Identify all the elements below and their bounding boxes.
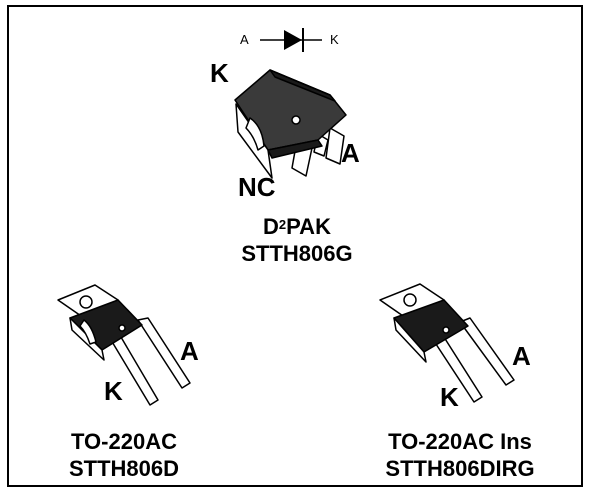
to220ac-ins-anode-label: A — [512, 341, 531, 371]
to220ac-ins-package-name: TO-220AC Ins — [388, 429, 532, 454]
diode-symbol — [260, 28, 322, 52]
d2pak-package-drawing — [234, 69, 347, 179]
d2pak-package-name: D2PAK — [263, 214, 331, 239]
d2pak-nc-label: NC — [238, 172, 276, 202]
d2pak-part-number: STTH806G — [241, 241, 353, 266]
to220ac-cathode-label: K — [104, 376, 123, 406]
symbol-cathode-label: K — [330, 32, 339, 47]
d2pak-cathode-label: K — [210, 58, 229, 88]
to220ac-ins-package-drawing — [379, 283, 515, 403]
to220ac-package-name: TO-220AC — [71, 429, 177, 454]
to220ac-part-number: STTH806D — [68, 456, 180, 481]
symbol-anode-label: A — [240, 32, 249, 47]
to220ac-ins-part-number: STTH806DIRG — [385, 456, 535, 481]
to220ac-anode-label: A — [180, 336, 199, 366]
to220ac-package-drawing — [57, 284, 191, 406]
d2pak-anode-label: A — [341, 138, 360, 168]
to220ac-ins-cathode-label: K — [440, 382, 459, 412]
